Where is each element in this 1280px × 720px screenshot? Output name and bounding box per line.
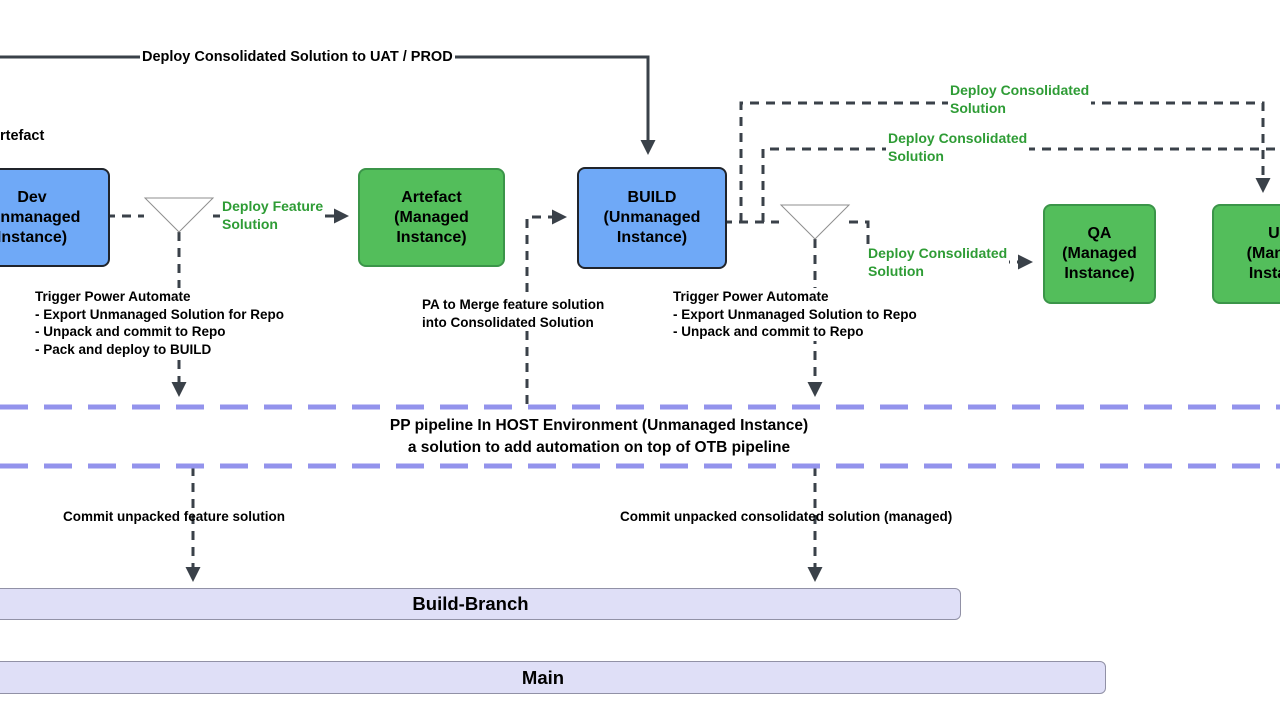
edge-band-to-build xyxy=(525,209,567,404)
funnel-triangle-right xyxy=(779,204,851,240)
funnel-triangle-left xyxy=(143,197,215,233)
annotation-pa-merge: PA to Merge feature solution into Consol… xyxy=(420,296,607,331)
label-deploy-feature-solution: Deploy Feature Solution xyxy=(220,197,326,233)
annotation-commit-consolidated: Commit unpacked consolidated solution (m… xyxy=(620,509,953,524)
branch-bar-build-branch-label: Build-Branch xyxy=(412,593,529,614)
label-deploy-consolidated-1: Deploy Consolidated Solution xyxy=(948,81,1092,117)
node-build: BUILD (Unmanaged Instance) xyxy=(577,167,727,269)
label-deploy-consolidated-3: Deploy Consolidated Solution xyxy=(866,244,1010,280)
annotation-trigger-power-automate-left: Trigger Power Automate - Export Unmanage… xyxy=(33,288,286,358)
label-artefact-cutoff: rtefact xyxy=(0,128,45,144)
node-artefact: Artefact (Managed Instance) xyxy=(358,168,505,267)
label-deploy-consolidated-2: Deploy Consolidated Solution xyxy=(886,129,1030,165)
flow-to-build-top xyxy=(0,55,656,155)
branch-bar-main-label: Main xyxy=(521,666,565,688)
annotation-trigger-power-automate-right: Trigger Power Automate - Export Unmanage… xyxy=(671,288,919,341)
annotation-commit-feature: Commit unpacked feature solution xyxy=(63,509,286,524)
branch-bar-main: Main xyxy=(0,661,1106,694)
node-dev: Dev (Unmanaged Instance) xyxy=(0,168,110,267)
node-qa: QA (Managed Instance) xyxy=(1043,204,1156,304)
label-deploy-to-uat-prod: Deploy Consolidated Solution to UAT / PR… xyxy=(140,49,455,65)
node-uat: UAT (Managed Instance) xyxy=(1212,204,1280,304)
edge-build-offscreen-right xyxy=(761,147,1280,222)
branch-bar-build-branch: Build-Branch xyxy=(0,588,961,620)
edge-funnel2-to-qa xyxy=(849,220,1033,270)
host-band-title: PP pipeline In HOST Environment (Unmanag… xyxy=(389,417,809,456)
